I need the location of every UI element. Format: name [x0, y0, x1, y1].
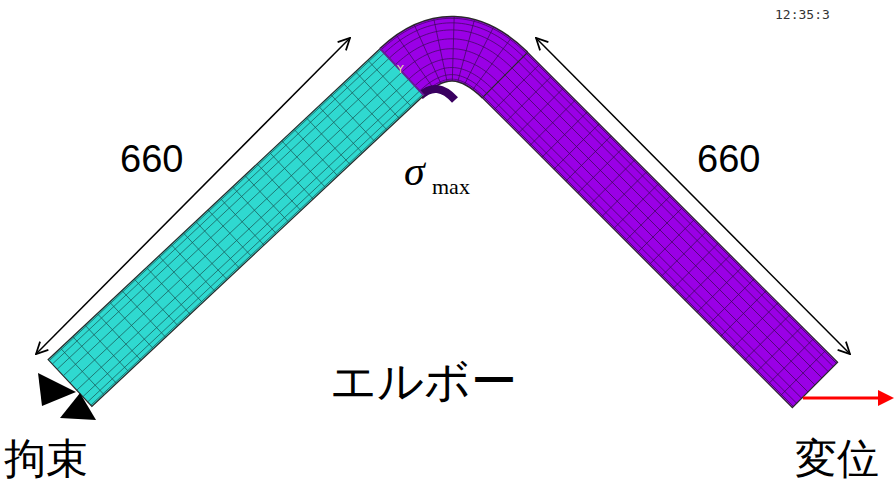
mesh-line: [88, 91, 420, 402]
mesh-line: [505, 75, 815, 385]
elbow-inner-shade: [420, 89, 455, 100]
stress-symbol: σ: [404, 150, 425, 192]
mesh-line: [146, 267, 190, 314]
mesh-line: [769, 339, 814, 384]
mesh-line: [409, 59, 498, 82]
mesh-line: [343, 83, 387, 130]
mesh-line: [487, 93, 797, 403]
pipe-body: [482, 52, 837, 407]
constraint-symbol: [38, 373, 76, 406]
mesh-line: [356, 72, 400, 119]
mesh-line: [661, 231, 706, 276]
mesh-line: [306, 118, 350, 165]
mesh-line: [527, 53, 837, 363]
elbow-body: [402, 49, 505, 75]
mesh-line: [159, 256, 203, 303]
boundary-label: 拘束: [4, 438, 88, 480]
mesh-line: [97, 314, 141, 361]
mesh-line: [269, 152, 313, 199]
mesh-line: [70, 72, 402, 383]
mesh-line: [57, 58, 389, 369]
mesh-line: [83, 86, 415, 397]
mesh-line: [257, 164, 301, 211]
mesh-line: [465, 27, 494, 84]
mesh-line: [757, 327, 802, 372]
mesh-line: [452, 17, 454, 81]
mesh-line: [208, 210, 252, 257]
elbow-outline: [402, 49, 505, 75]
mesh-line: [245, 175, 289, 222]
mesh-line: [220, 198, 264, 245]
mesh-line: [745, 315, 790, 360]
mesh-line: [530, 100, 575, 145]
part-name: エルボー: [330, 358, 517, 404]
mesh-line: [282, 141, 326, 188]
mesh-line: [73, 337, 117, 384]
mesh-line: [233, 187, 277, 234]
mesh-line: [52, 53, 384, 364]
mesh-line: [110, 302, 154, 349]
mesh-line: [331, 95, 375, 142]
pipe-body: [48, 49, 424, 407]
mesh-line: [483, 97, 793, 407]
displacement-arrow: [803, 397, 881, 400]
mesh-line: [63, 65, 395, 376]
mesh-line: [492, 88, 802, 398]
mesh-line: [458, 20, 475, 82]
mesh-line: [602, 172, 647, 217]
pipe-segment: [482, 52, 837, 407]
dimension-value: 660: [120, 140, 183, 178]
mesh-line: [494, 64, 539, 109]
mesh-line: [780, 350, 825, 395]
mesh-line: [512, 68, 822, 378]
mesh-line: [85, 325, 129, 372]
dimension-line: [36, 38, 350, 354]
pipe-mesh: [48, 17, 838, 408]
mesh-line: [122, 291, 166, 338]
pipe-segment: [48, 49, 424, 407]
mesh-line: [542, 112, 587, 157]
mesh-line: [294, 129, 338, 176]
mesh-line: [506, 76, 551, 121]
mesh-line: [673, 243, 718, 288]
mesh-line: [625, 195, 670, 240]
mesh-line: [402, 49, 505, 75]
mesh-line: [685, 255, 730, 300]
timestamp: 12:35:3: [775, 8, 830, 21]
mesh-line: [368, 60, 412, 107]
mesh-line: [77, 79, 409, 390]
mesh-line: [733, 303, 778, 348]
mesh-line: [518, 62, 828, 372]
load-label: 変位: [795, 438, 879, 480]
constraint-symbol: [60, 393, 96, 420]
mesh-line: [134, 279, 178, 326]
mesh-line: [183, 233, 227, 280]
mesh-line: [578, 148, 623, 193]
dimension-line: [536, 38, 850, 354]
mesh-line: [649, 219, 694, 264]
dimension-value: 660: [697, 140, 760, 178]
mesh-line: [590, 160, 635, 205]
mesh-line: [196, 221, 240, 268]
mesh-line: [697, 267, 742, 312]
mesh-line: [637, 207, 682, 252]
mesh-line: [171, 244, 215, 291]
mesh-line: [709, 279, 754, 324]
stress-subscript: max: [432, 176, 470, 198]
mesh-line: [319, 106, 363, 153]
mesh-line: [554, 124, 599, 169]
mesh-line: [434, 19, 447, 82]
mesh-line: [566, 136, 611, 181]
mesh-line: [498, 82, 808, 392]
axis-label: Y: [397, 64, 404, 75]
mesh-line: [49, 50, 381, 361]
part-boundary: [380, 49, 424, 96]
displacement-arrowhead: [878, 390, 894, 406]
mesh-line: [518, 88, 563, 133]
mesh-line: [523, 57, 833, 367]
mesh-line: [721, 291, 766, 336]
mesh-line: [614, 184, 659, 229]
